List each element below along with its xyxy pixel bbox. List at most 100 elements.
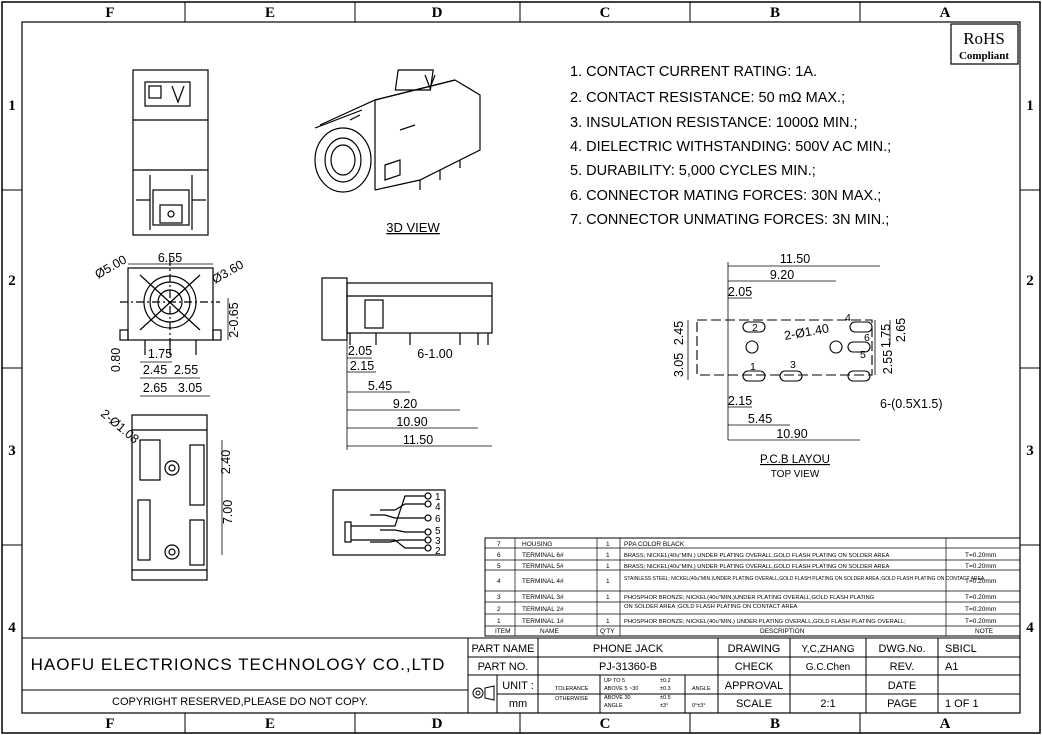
pcb-pin: 3 [790,359,796,371]
bom-item: 6 [497,552,501,559]
zone-bottom-f: F [105,716,114,732]
pcb-pin: 6 [864,332,870,344]
bom-name: TERMINAL 2# [522,606,564,613]
bom-name: TERMINAL 4# [522,578,564,585]
bom-qty: 1 [606,552,610,559]
front-view-dims: 6.55 Ø5.00 Ø3.60 2-0.65 0.80 1.75 2.45 2… [93,251,247,395]
bom-note: T=0.20mm [965,606,996,613]
dim-pcb-b: 2.15 [728,394,752,408]
tolerance-label: TOLERANCE [555,686,589,692]
zone-right-2: 2 [1026,273,1034,289]
bom-note: T=0.20mm [965,578,996,585]
pcb-pin-numbers: 1 2 3 4 5 6 [750,312,870,373]
bom-header-qty: Q'TY [600,628,615,635]
zone-top-d: D [432,5,443,21]
bom-desc: BRASS; NICKEL(40u"MIN.) UNDER PLATING OV… [624,553,889,559]
dim-pcb-slot: 6-(0.5X1.5) [880,397,943,411]
zone-right-3: 3 [1026,443,1034,459]
bom-qty: 1 [606,541,610,548]
dim-front-d1: Ø5.00 [93,252,130,281]
spec-item: 3. INSULATION RESISTANCE: 1000Ω MIN.; [570,115,858,131]
dim-side-e: 9.20 [393,397,417,411]
unit-value: mm [509,698,527,710]
bom-qty: 1 [606,563,610,570]
tol-range: UP TO 5 [604,678,625,684]
bom-note: T=0.20mm [965,594,996,601]
company-name: HAOFU ELECTRIONCS TECHNOLOGY CO.,LTD [31,655,446,674]
bom-item: 3 [497,594,501,601]
dim-front-h2: 0.80 [109,348,123,372]
zone-top-e: E [265,5,275,21]
bom-name: TERMINAL 1# [522,618,564,625]
side-view-drawing [321,277,493,345]
dim-front-c: 2.55 [174,363,198,377]
bom-item: 7 [497,541,501,548]
spec-item: 6. CONNECTOR MATING FORCES: 30N MAX.; [570,188,881,204]
spec-item: 4. DIELECTRIC WITHSTANDING: 500V AC MIN.… [570,139,891,155]
tol-value: ±0.5 [660,695,671,701]
dim-side-d: 5.45 [368,379,392,393]
page-value: 1 OF 1 [945,698,979,710]
bom-note: T=0.20mm [965,552,996,559]
dim-pcb-hole: 2-Ø1.40 [783,321,830,343]
bom-header-name: NAME [540,628,559,635]
approval-label: APPROVAL [725,680,784,692]
dwg-no-label: DWG.No. [878,643,925,655]
bom-item: 5 [497,563,501,570]
dwg-no-value: SBICL [945,643,977,655]
zone-bottom-b: B [770,716,780,732]
bom-desc: PHOSPHOR BRONZE; NICKEL(40u"MIN.) UNDER … [624,619,906,625]
rohs-stamp: RoHS Compliant [950,23,1019,65]
pcb-pin: 1 [750,361,756,373]
dim-pcb-r3: 2.55 [881,350,895,374]
schematic-pin: 5 [435,526,441,537]
bom-qty: 1 [606,618,610,625]
rev-label: REV. [890,661,915,673]
tol-range: ABOVE 5 ~30 [604,686,638,692]
zone-bottom-a: A [940,716,951,732]
zone-bottom-e: E [265,716,275,732]
dim-side-a: 2.05 [348,344,372,358]
dim-side-c: 6-1.00 [417,347,452,361]
check-label: CHECK [735,661,774,673]
bom-name: TERMINAL 3# [522,594,564,601]
part-no-label: PART NO. [478,661,529,673]
pcb-pin: 2 [752,322,758,334]
dim-pcb-r1: 2.65 [894,318,908,342]
zone-right-1: 1 [1026,98,1034,114]
bottom-view-drawing [131,414,208,581]
zone-top-f: F [105,5,114,21]
dim-bottom-a: 2.40 [219,450,233,474]
dim-pcb-c: 5.45 [748,412,772,426]
part-name-value: PHONE JACK [593,643,664,655]
zone-top-b: B [770,5,780,21]
bom-qty: 1 [606,594,610,601]
pcb-layout-dims: 11.50 9.20 2.05 2.45 3.05 2-Ø1.40 2.65 1… [672,252,943,441]
angle-value: 0°±3° [692,703,706,709]
dim-front-d2: Ø3.60 [210,257,247,286]
scale-value: 2:1 [820,698,835,710]
dim-pcb-a: 2.05 [728,285,752,299]
bom-header-item: ITEM [495,628,511,635]
dim-pcb-h1: 2.45 [672,321,686,345]
bom-header-desc: DESCRIPTION [760,628,805,635]
zone-bottom-c: C [600,716,611,732]
zone-top-c: C [600,5,611,21]
rohs-title: RoHS [963,29,1005,48]
zone-left-4: 4 [8,620,16,636]
scale-label: SCALE [736,698,772,710]
bom-name: TERMINAL 6# [522,552,564,559]
schematic-pin: 4 [435,502,441,513]
dim-front-a: 1.75 [148,347,172,361]
bom-desc: PHOSPHOR BRONZE; NICKEL(40u"MIN.)UNDER P… [624,595,875,601]
tol-range: ANGLE [604,703,623,709]
part-name-label: PART NAME [472,643,535,655]
inner-border [21,21,1021,714]
schematic-pin: 2 [435,546,441,557]
spec-item: 5. DURABILITY: 5,000 CYCLES MIN.; [570,163,816,179]
top-view-drawing [132,69,209,236]
dim-front-b: 2.45 [143,363,167,377]
bom-item: 4 [497,578,501,585]
dim-pcb-h2: 3.05 [672,353,686,377]
